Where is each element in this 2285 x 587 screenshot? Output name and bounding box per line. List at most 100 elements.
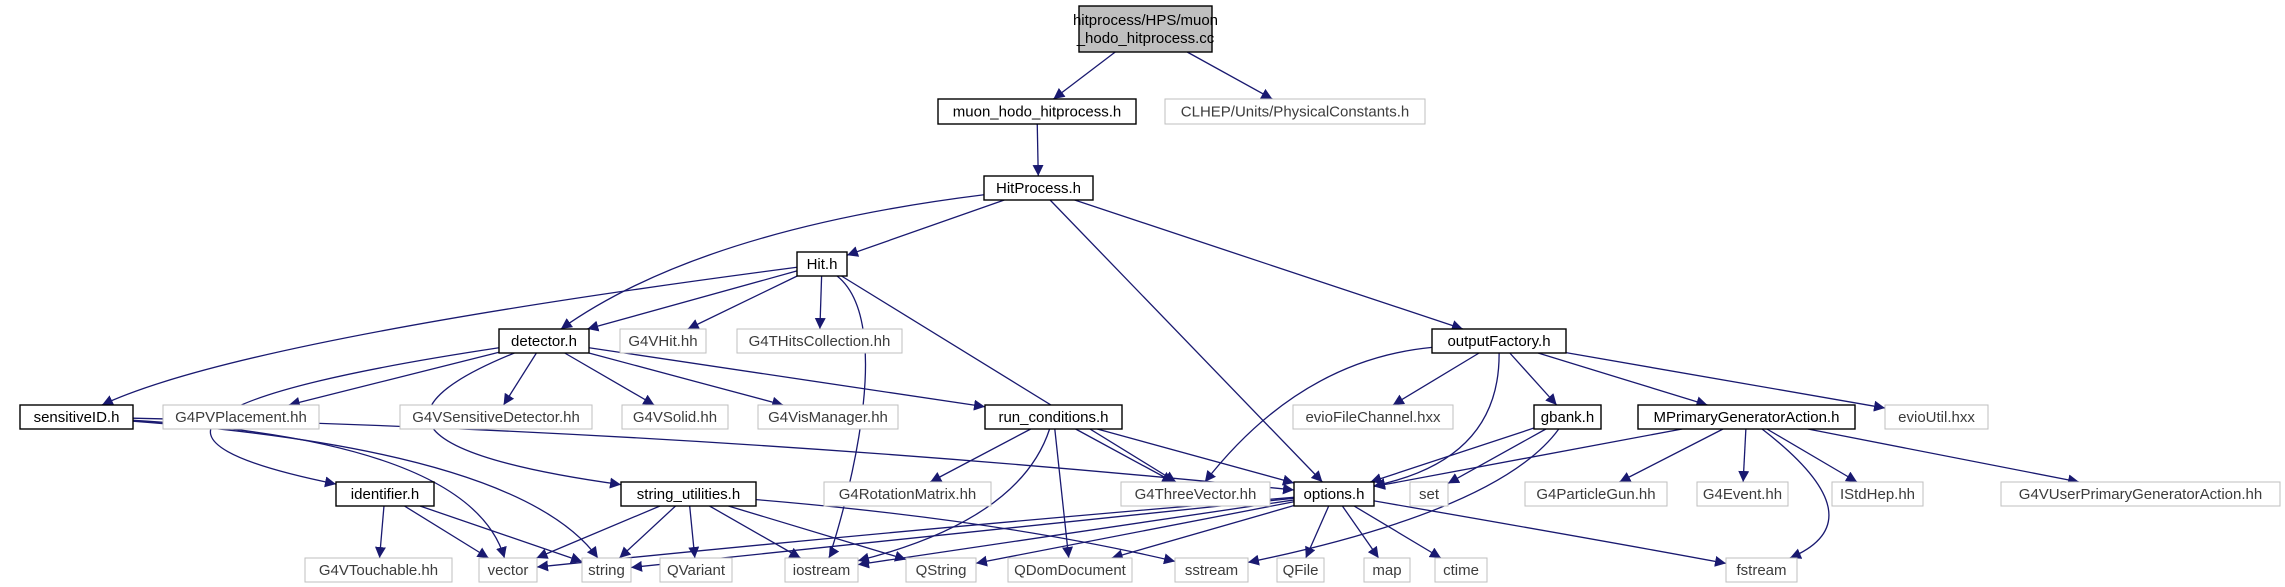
edge-run_conditions_h-to-g4threevector_hh (1075, 428, 1174, 483)
node-g4vsolid-hh: G4VSolid.hh (621, 404, 729, 430)
node-box (1524, 481, 1668, 507)
node-box (304, 557, 453, 583)
edge-outputfactory_h-to-mprimarygeneratoraction_h (1537, 352, 1708, 408)
node-iostream: iostream (784, 557, 859, 583)
edge-detector_h-to-g4vsensitivedetector_hh (503, 352, 537, 406)
node-root[interactable]: hitprocess/HPS/muon_hodo_hitprocess.cc (1073, 5, 1218, 53)
edge-hit_h-to-g4vhit_hh (687, 275, 798, 330)
node-label: detector.h (511, 333, 577, 350)
edge-detector_h-to-run_conditions_h (588, 347, 986, 411)
node-label: evioFileChannel.hxx (1305, 409, 1441, 426)
node-qstring: QString (905, 557, 977, 583)
node-sensitiveid-h[interactable]: sensitiveID.h (19, 404, 134, 430)
node-qvariant: QVariant (659, 557, 733, 583)
node-box (621, 404, 729, 430)
node-string-utilities-h[interactable]: string_utilities.h (620, 481, 757, 507)
edge-mprimarygeneratoraction_h-to-fstream (1761, 428, 1830, 559)
node-label: string_utilities.h (637, 486, 740, 503)
node-sstream: sstream (1174, 557, 1249, 583)
node-label: ctime (1443, 562, 1479, 579)
edge-identifier_h-to-vector (404, 505, 489, 559)
node-g4rotationmatrix-hh: G4RotationMatrix.hh (823, 481, 992, 507)
node-label: evioUtil.hxx (1898, 409, 1975, 426)
edge-options_h-to-qdomdocument (1111, 504, 1295, 561)
edge-run_conditions_h-to-qdomdocument (1054, 428, 1073, 559)
edge-hit_h-to-detector_h (587, 270, 798, 332)
node-label: G4Event.hh (1703, 486, 1782, 503)
edge-detector_h-to-g4pvplacement_hh (288, 351, 500, 408)
node-gbank-h[interactable]: gbank.h (1533, 404, 1602, 430)
node-ctime: ctime (1434, 557, 1488, 583)
node-box (1637, 404, 1856, 430)
node-box (1276, 557, 1325, 583)
node-box (1174, 557, 1249, 583)
node-box (796, 251, 848, 277)
node-label: vector (488, 562, 529, 579)
node-label: QString (916, 562, 967, 579)
file-nodes: hitprocess/HPS/muon_hodo_hitprocess.ccmu… (19, 5, 2281, 583)
node-outputfactory-h[interactable]: outputFactory.h (1431, 328, 1567, 354)
node-box (619, 328, 707, 354)
node-box (1409, 481, 1449, 507)
node-label: gbank.h (1541, 409, 1594, 426)
node-identifier-h[interactable]: identifier.h (335, 481, 435, 507)
node-label: G4RotationMatrix.hh (839, 486, 977, 503)
node-label: G4THitsCollection.hh (749, 333, 891, 350)
edge-sensitiveid_h-to-string (132, 420, 599, 559)
edge-string_utilities_h-to-vector (536, 505, 661, 559)
node-label: G4VUserPrimaryGeneratorAction.hh (2019, 486, 2262, 503)
node-box (620, 481, 757, 507)
node-label: G4VHit.hh (628, 333, 697, 350)
node-box (581, 557, 632, 583)
edge-string_utilities_h-to-qstring (728, 505, 907, 562)
node-g4event-hh: G4Event.hh (1696, 481, 1789, 507)
edge-root-to-physical_constants_h (1186, 51, 1273, 100)
edge-mprimarygeneratoraction_h-to-options_h (1373, 428, 1683, 490)
edge-string_utilities_h-to-qvariant (688, 505, 700, 559)
node-label: QFile (1283, 562, 1319, 579)
node-label: outputFactory.h (1447, 333, 1550, 350)
edge-hitprocess_h-to-options_h (1049, 199, 1323, 483)
node-box (1293, 481, 1375, 507)
node-options-h[interactable]: options.h (1293, 481, 1375, 507)
node-label: set (1419, 486, 1440, 503)
node-label: CLHEP/Units/PhysicalConstants.h (1181, 104, 1409, 121)
node-hitprocess-h[interactable]: HitProcess.h (983, 175, 1094, 201)
edge-options_h-to-iostream (857, 499, 1295, 569)
node-hit-h[interactable]: Hit.h (796, 251, 848, 277)
edge-hitprocess_h-to-detector_h (560, 194, 985, 330)
node-label: run_conditions.h (998, 409, 1108, 426)
node-box (1831, 481, 1924, 507)
edge-outputfactory_h-to-eviofilechannel_hxx (1392, 352, 1480, 406)
node-vector: vector (478, 557, 538, 583)
node-fstream: fstream (1725, 557, 1798, 583)
edge-identifier_h-to-string (419, 505, 583, 564)
node-g4threevector-hh: G4ThreeVector.hh (1120, 481, 1271, 507)
node-muon-hodo-hitprocess-h[interactable]: muon_hodo_hitprocess.h (937, 98, 1137, 125)
edge-hitprocess_h-to-hit_h (846, 199, 1005, 257)
node-mprimarygeneratoraction-h[interactable]: MPrimaryGeneratorAction.h (1637, 404, 1856, 430)
edge-root-to-muon_hodo_hitprocess_h (1053, 51, 1116, 100)
edge-mprimarygeneratoraction_h-to-g4vuserprimarygeneratoraction_hh (1807, 428, 2080, 486)
edge-run_conditions_h-to-g4rotationmatrix_hh (929, 428, 1032, 483)
edge-options_h-to-fstream (1373, 500, 1727, 567)
edge-mprimarygeneratoraction_h-to-g4particlegun_hh (1619, 428, 1724, 483)
node-label: G4VisManager.hh (768, 409, 888, 426)
node-label: sensitiveID.h (34, 409, 120, 426)
node-evioutil-hxx: evioUtil.hxx (1884, 404, 1989, 430)
node-run-conditions-h[interactable]: run_conditions.h (984, 404, 1123, 430)
node-label: iostream (793, 562, 851, 579)
node-box (757, 404, 899, 430)
edge-mprimarygeneratoraction_h-to-istdhep_hh (1766, 428, 1858, 483)
node-label: sstream (1185, 562, 1238, 579)
node-label: G4VTouchable.hh (319, 562, 438, 579)
node-box (2000, 481, 2281, 507)
node-g4vhit-hh: G4VHit.hh (619, 328, 707, 354)
node-box (1884, 404, 1989, 430)
edge-detector_h-to-g4vsolid_hh (564, 352, 655, 406)
node-label: IStdHep.hh (1840, 486, 1915, 503)
node-detector-h[interactable]: detector.h (498, 328, 590, 354)
node-eviofilechannel-hxx: evioFileChannel.hxx (1292, 404, 1454, 430)
edge-string_utilities_h-to-string (619, 505, 676, 559)
edge-string_utilities_h-to-sstream (755, 498, 1176, 565)
